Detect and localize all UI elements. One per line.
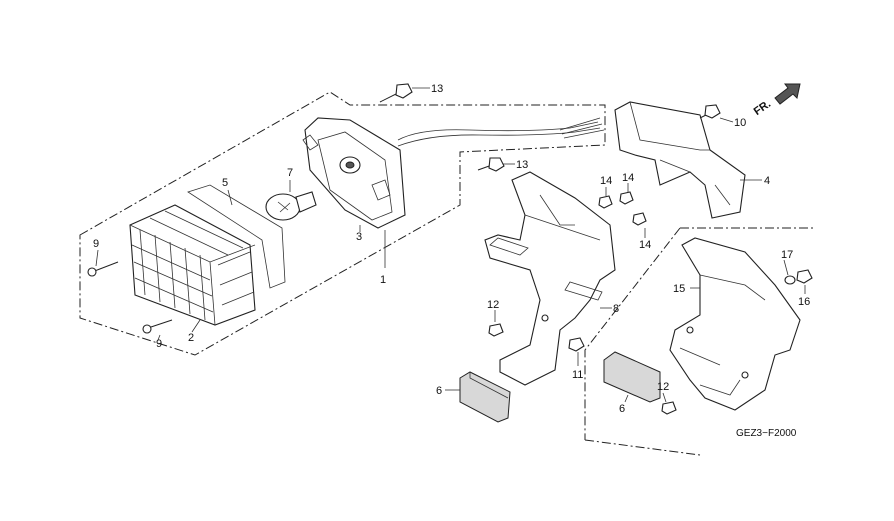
callout-6-right: 6 (619, 403, 625, 415)
callout-9-bottom: 9 (156, 338, 162, 350)
callout-14-c: 14 (639, 239, 651, 251)
washer-17 (784, 275, 796, 285)
bolt-12-right (661, 401, 677, 415)
nut-16 (796, 269, 813, 284)
screw-9-top (87, 261, 119, 277)
callout-12-right: 12 (657, 381, 669, 393)
nut-11 (568, 337, 585, 352)
callout-1: 1 (380, 274, 386, 286)
leader-lines (95, 87, 806, 403)
bolt-10 (699, 104, 721, 119)
front-arrow-icon (774, 83, 801, 105)
bolt-14-c (632, 212, 647, 226)
callout-10: 10 (734, 117, 746, 129)
taillight-lens (129, 204, 256, 326)
lamp-housing (302, 117, 605, 229)
reflector-right (603, 351, 661, 403)
callout-8: 8 (613, 303, 619, 315)
callout-13-top: 13 (431, 83, 443, 95)
callout-2: 2 (188, 332, 194, 344)
callout-16: 16 (798, 296, 810, 308)
bolt-13-mid (477, 157, 505, 172)
fender-cover (614, 101, 746, 219)
callout-7: 7 (287, 167, 293, 179)
callout-14-a: 14 (600, 175, 612, 187)
callout-6-left: 6 (436, 385, 442, 397)
lens-gasket (187, 184, 286, 289)
license-bracket (484, 171, 616, 386)
callout-13-mid: 13 (516, 159, 528, 171)
callout-12-left: 12 (487, 299, 499, 311)
diagram-code: GEZ3−F2000 (736, 428, 797, 439)
direction-label: FR. (752, 98, 773, 118)
callout-14-b: 14 (622, 172, 634, 184)
callout-11: 11 (572, 369, 583, 381)
reflector-left (459, 371, 511, 423)
assembly-outline (79, 91, 606, 356)
callout-3: 3 (356, 231, 362, 243)
bulb (265, 191, 317, 221)
callout-15: 15 (673, 283, 685, 295)
bolt-12-left (488, 323, 504, 337)
callout-17: 17 (781, 249, 793, 261)
callout-4: 4 (764, 175, 770, 187)
inset-bracket (669, 237, 801, 411)
callout-9-top: 9 (93, 238, 99, 250)
screw-9-bottom (142, 319, 173, 334)
callout-5: 5 (222, 177, 228, 189)
bolt-14-b (619, 191, 634, 205)
inset-outline (584, 227, 815, 456)
bolt-14-a (598, 195, 613, 209)
bolt-13-top (379, 83, 413, 103)
